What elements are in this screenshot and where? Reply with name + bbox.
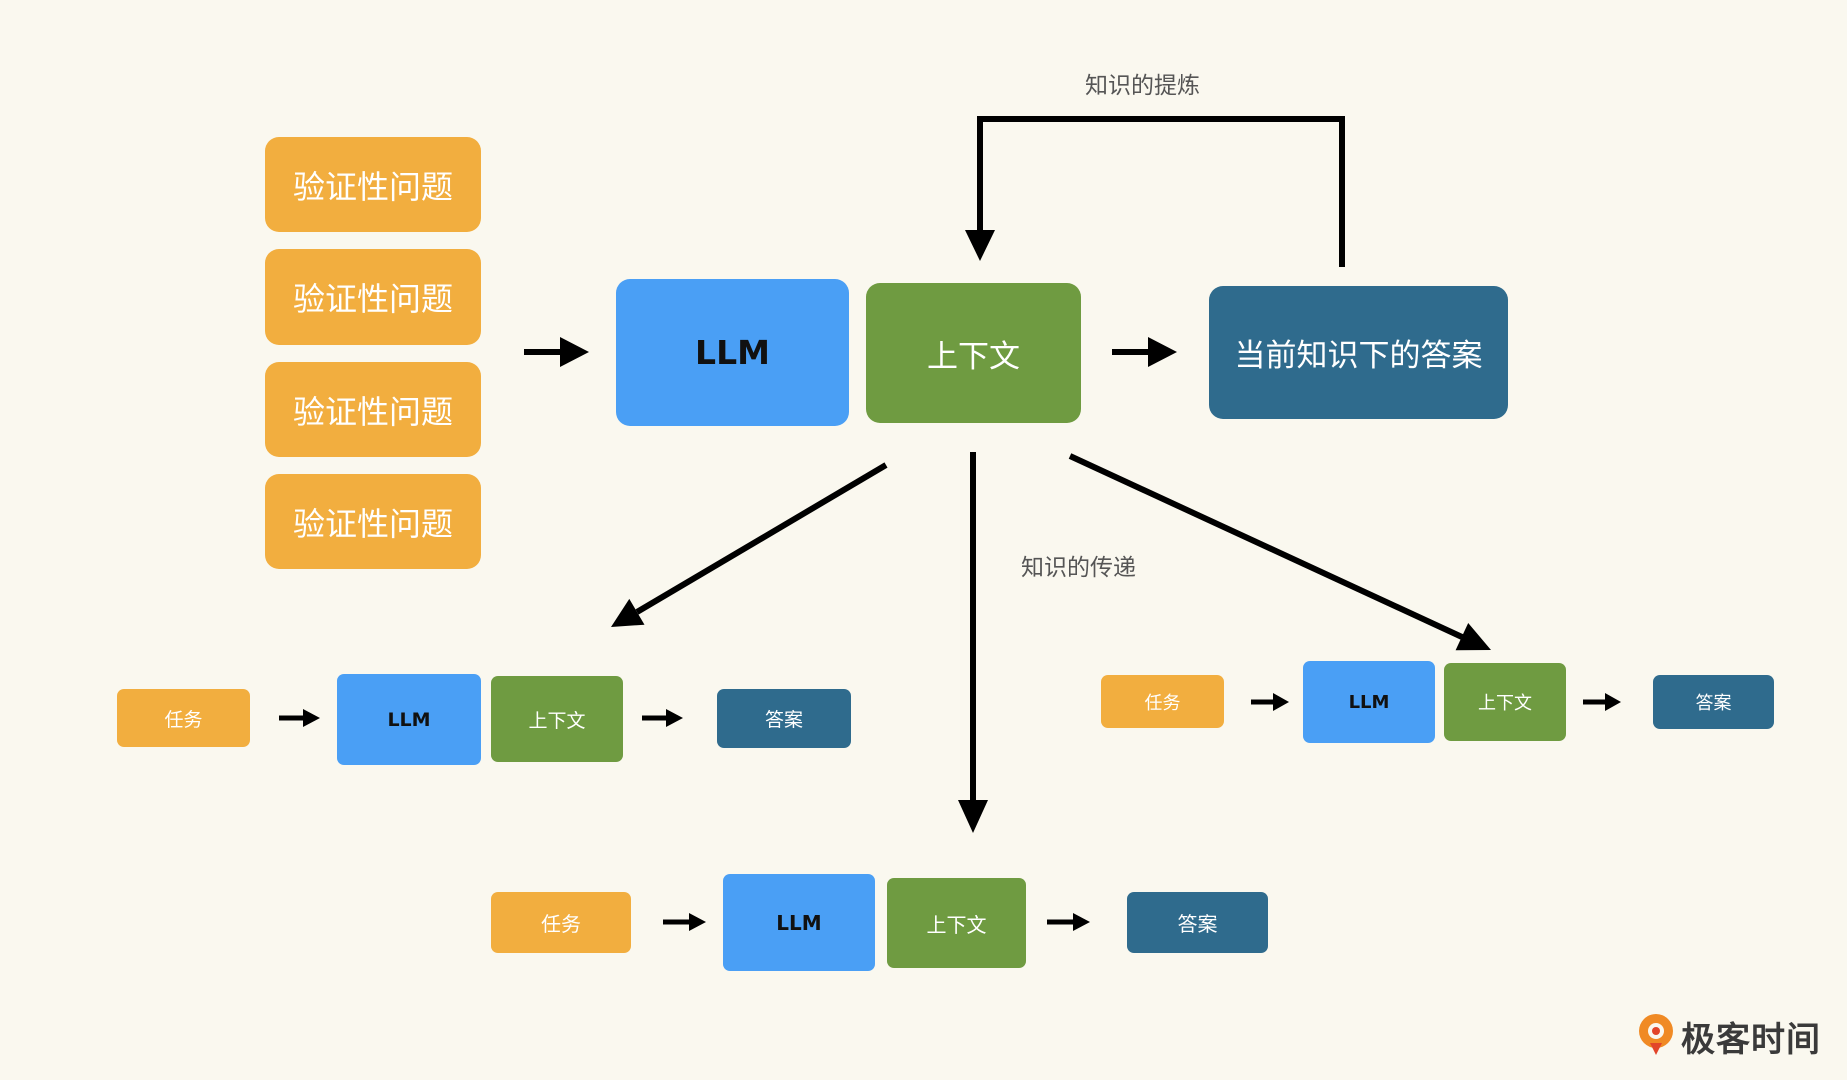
main-context-box: 上下文 bbox=[866, 283, 1081, 423]
arrow-transfer-left bbox=[611, 462, 888, 627]
llm-box: LLM bbox=[337, 674, 481, 765]
task-label: 任务 bbox=[164, 708, 203, 731]
main-llm-label: LLM bbox=[695, 333, 770, 372]
task-box: 任务 bbox=[491, 892, 631, 953]
answer-box: 答案 bbox=[1127, 892, 1268, 953]
distillation-label: 知识的提炼 bbox=[1085, 73, 1200, 99]
transfer-label: 知识的传递 bbox=[1021, 555, 1136, 581]
verification-question-box: 验证性问题 bbox=[265, 362, 481, 457]
context-label: 上下文 bbox=[1478, 693, 1532, 714]
answer-label: 答案 bbox=[1695, 693, 1732, 714]
context-box: 上下文 bbox=[491, 676, 623, 762]
context-label: 上下文 bbox=[528, 709, 586, 732]
task-label: 任务 bbox=[1144, 692, 1181, 714]
arrow-right-context-to-answer bbox=[1583, 693, 1621, 711]
answer-box: 答案 bbox=[1653, 675, 1774, 729]
llm-label: LLM bbox=[387, 708, 431, 731]
answer-label: 答案 bbox=[764, 709, 803, 731]
task-label: 任务 bbox=[541, 912, 581, 936]
task-box: 任务 bbox=[1101, 675, 1224, 728]
arrow-right-task-to-llm bbox=[1251, 693, 1289, 711]
arrow-questions-to-llm bbox=[524, 337, 589, 367]
arrow-transfer-down bbox=[958, 452, 988, 833]
verification-question-label: 验证性问题 bbox=[292, 167, 453, 206]
main-llm-box: LLM bbox=[616, 279, 849, 426]
answer-box: 答案 bbox=[717, 689, 851, 748]
answer-label: 答案 bbox=[1177, 912, 1218, 936]
verification-question-box: 验证性问题 bbox=[265, 137, 481, 232]
arrow-context-to-answer bbox=[1112, 337, 1177, 367]
verification-question-box: 验证性问题 bbox=[265, 249, 481, 345]
arrow-left-task-to-llm bbox=[279, 709, 320, 727]
llm-box: LLM bbox=[723, 874, 875, 971]
geektime-logo-text: 极客时间 bbox=[1681, 1020, 1821, 1060]
arrow-left-context-to-answer bbox=[642, 709, 683, 727]
arrow-distillation-loop bbox=[965, 116, 1345, 267]
arrow-bottom-context-to-answer bbox=[1047, 913, 1090, 931]
context-box: 上下文 bbox=[1444, 663, 1566, 741]
context-box: 上下文 bbox=[887, 878, 1026, 968]
llm-label: LLM bbox=[1348, 691, 1390, 713]
llm-box: LLM bbox=[1303, 661, 1435, 743]
arrow-transfer-right bbox=[1068, 453, 1491, 651]
context-label: 上下文 bbox=[926, 912, 987, 937]
main-context-label: 上下文 bbox=[927, 338, 1020, 375]
geektime-logo-icon bbox=[1639, 1014, 1673, 1055]
main-answer-box: 当前知识下的答案 bbox=[1209, 286, 1508, 419]
verification-question-label: 验证性问题 bbox=[292, 280, 453, 318]
verification-question-box: 验证性问题 bbox=[265, 474, 481, 569]
arrow-bottom-task-to-llm bbox=[663, 913, 706, 931]
llm-label: LLM bbox=[776, 910, 822, 935]
task-box: 任务 bbox=[117, 689, 250, 747]
verification-question-label: 验证性问题 bbox=[292, 392, 453, 431]
main-answer-label: 当前知识下的答案 bbox=[1234, 338, 1483, 374]
verification-question-label: 验证性问题 bbox=[292, 504, 453, 543]
